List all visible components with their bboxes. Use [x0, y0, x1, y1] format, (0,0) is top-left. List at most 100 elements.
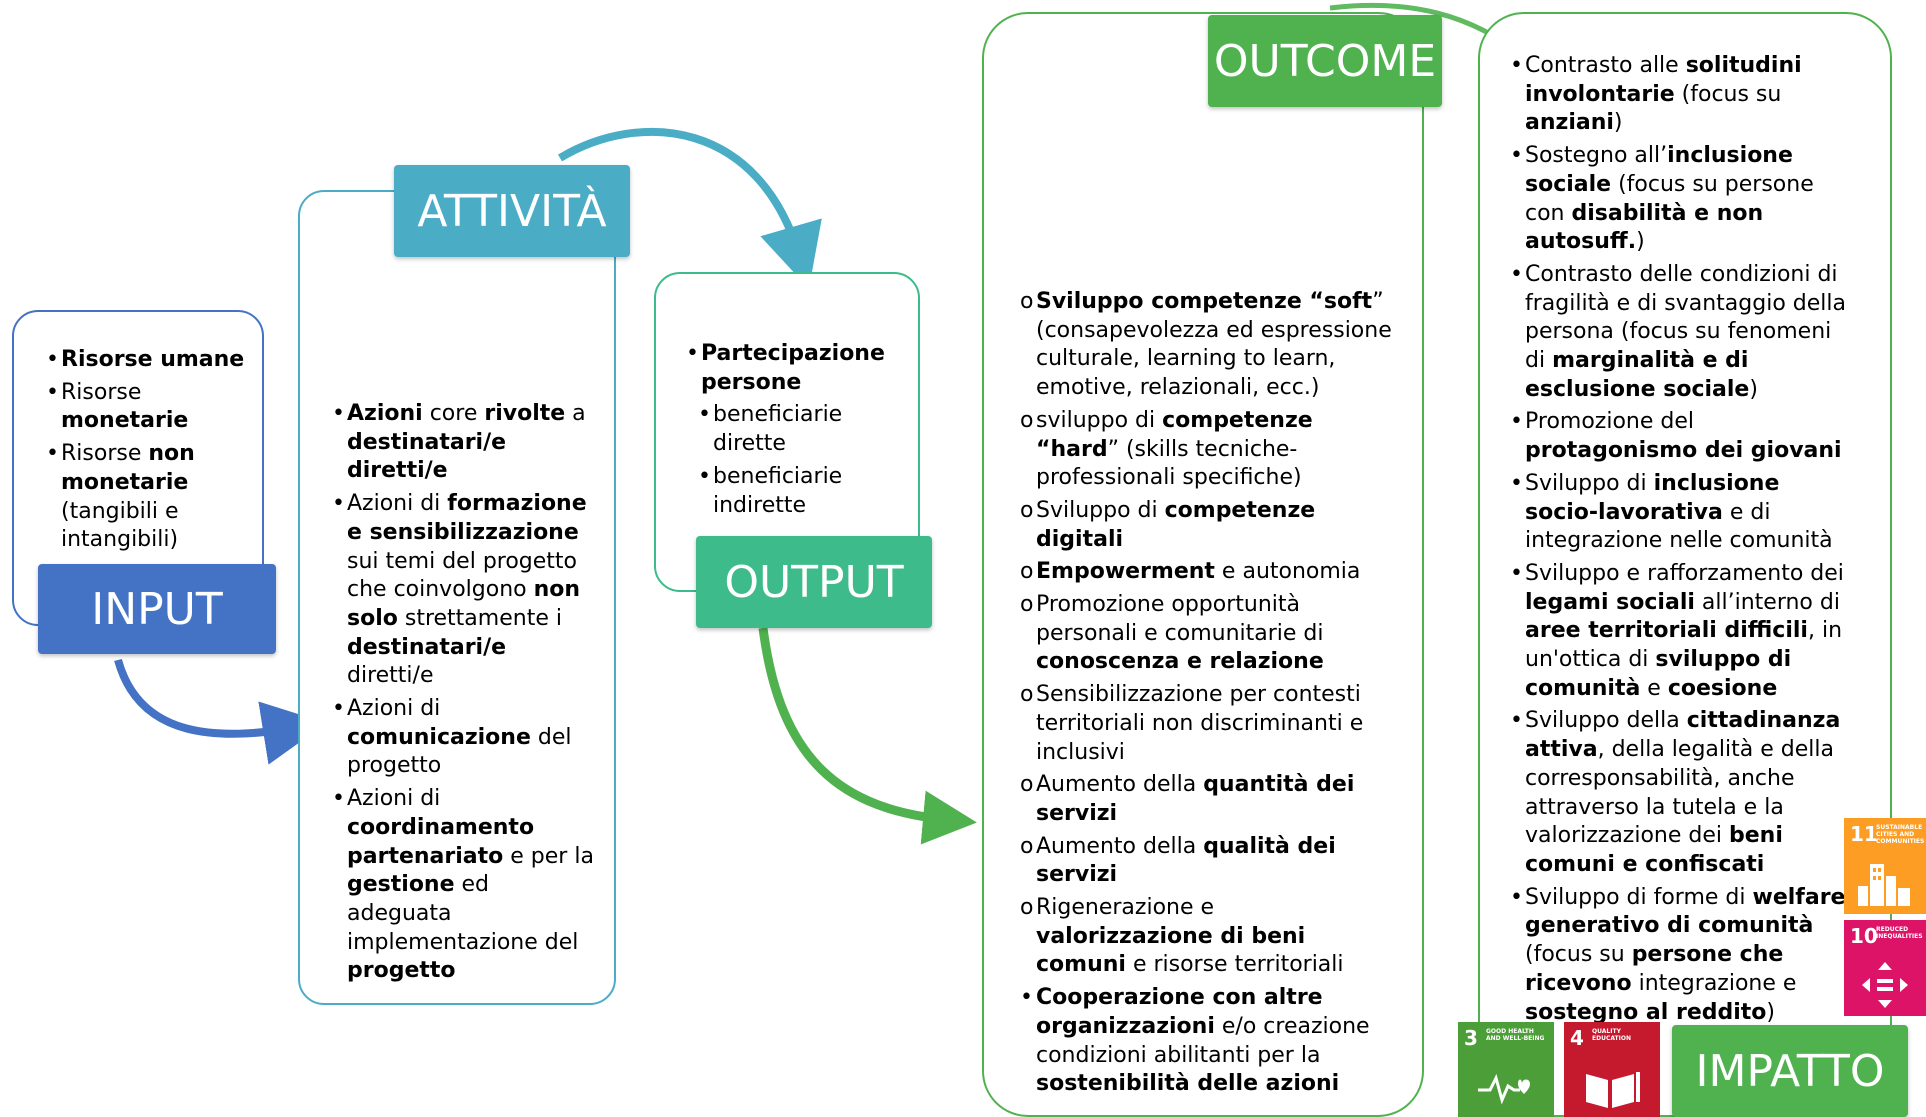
- text-run: sviluppo di comunità: [1525, 647, 1792, 701]
- impatto-item: •Sostegno all’inclusione sociale (focus …: [1510, 142, 1854, 257]
- item-text: Contrasto alle solitudini involontarie (…: [1525, 52, 1854, 138]
- text-run: Sviluppo e rafforzamento dei: [1525, 560, 1844, 586]
- item-text: beneficiarie indirette: [713, 463, 906, 520]
- arrows-icon: [1862, 962, 1908, 1008]
- text-run: Sviluppo di: [1036, 497, 1165, 523]
- input-item: •Risorse monetarie: [46, 379, 246, 436]
- input-header: INPUT: [38, 564, 276, 654]
- text-run: Aumento della: [1036, 833, 1204, 859]
- impatto-item: •Promozione del protagonismo dei giovani: [1510, 408, 1854, 465]
- text-run: e autonomia: [1214, 559, 1361, 585]
- sdg3-number: 3: [1464, 1026, 1478, 1050]
- impatto-panel: [1478, 12, 1892, 1117]
- bullet-marker: •: [332, 401, 345, 426]
- text-run: Sviluppo di: [1525, 470, 1654, 496]
- text-run: progetto: [347, 958, 456, 984]
- text-run: (focus su: [1525, 942, 1632, 968]
- text-run: Sensibilizzazione per contesti territori…: [1036, 682, 1364, 765]
- text-run: ): [1613, 110, 1623, 136]
- text-run: Sostegno all’: [1525, 143, 1668, 169]
- text-run: beneficiarie dirette: [713, 402, 843, 457]
- output-subitem: •beneficiarie indirette: [698, 463, 906, 520]
- book-icon: [1586, 1072, 1640, 1108]
- input-list: •Risorse umane•Risorse monetarie•Risorse…: [46, 346, 246, 559]
- input-item: •Risorse non monetarie (tangibili e inta…: [46, 440, 246, 555]
- sdg4-tile: 4 QUALITY EDUCATION: [1564, 1022, 1660, 1117]
- sdg10-tile: 10 REDUCED INEQUALITIES: [1844, 920, 1926, 1016]
- text-run: aree territoriali difficili: [1525, 618, 1808, 644]
- sdg10-number: 10: [1850, 924, 1878, 948]
- text-run: persone che ricevono: [1525, 942, 1784, 996]
- text-run: rivolte: [484, 401, 566, 426]
- item-text: Empowerment e autonomia: [1036, 558, 1396, 587]
- bullet-marker: •: [1510, 470, 1523, 496]
- text-run: Contrasto delle condizioni di fragilità …: [1525, 261, 1846, 374]
- output-item: •Partecipazione persone: [686, 340, 906, 397]
- text-run: beni comuni e confiscati: [1525, 823, 1783, 877]
- item-text: Sensibilizzazione per contesti territori…: [1036, 681, 1396, 767]
- impatto-item: •Contrasto delle condizioni di fragilità…: [1510, 261, 1854, 405]
- item-text: Contrasto delle condizioni di fragilità …: [1525, 261, 1854, 405]
- text-run: Contrasto alle: [1525, 53, 1686, 78]
- bullet-marker: o: [1020, 772, 1034, 798]
- output-list: •Partecipazione persone•beneficiarie dir…: [686, 340, 906, 524]
- text-run: e/o creazione condizioni abilitanti per …: [1036, 1013, 1370, 1068]
- text-run: cittadinanza attiva: [1525, 708, 1841, 763]
- impatto-item: •Sviluppo di forme di welfare generativo…: [1510, 884, 1854, 1028]
- item-text: Azioni core rivolte a destinatari/e dire…: [347, 400, 594, 486]
- bullet-marker: •: [332, 696, 345, 722]
- item-text: Sviluppo e rafforzamento dei legami soci…: [1525, 560, 1854, 704]
- text-run: (focus su persone con: [1525, 171, 1814, 226]
- item-text: Promozione del protagonismo dei giovani: [1525, 408, 1854, 465]
- text-run: Cooperazione con altre organizzazioni: [1036, 985, 1323, 1039]
- bullet-marker: o: [1020, 682, 1034, 708]
- bullet-marker: •: [46, 347, 59, 372]
- item-text: Aumento della qualità dei servizi: [1036, 833, 1396, 890]
- text-run: qualità dei servizi: [1036, 833, 1336, 888]
- bullet-marker: •: [1510, 143, 1523, 169]
- attivita-item: •Azioni di formazione e sensibilizzazion…: [332, 490, 594, 691]
- text-run: disabilità e non autosuff.: [1525, 200, 1764, 255]
- impatto-item: •Sviluppo della cittadinanza attiva, del…: [1510, 707, 1854, 879]
- item-text: Azioni di coordinamento partenariato e p…: [347, 785, 594, 986]
- text-run: core: [422, 401, 485, 426]
- text-run: non solo: [347, 577, 581, 631]
- bullet-marker: o: [1020, 497, 1034, 523]
- sdg3-title: GOOD HEALTH AND WELL-BEING: [1486, 1028, 1545, 1042]
- bullet-marker: •: [1020, 985, 1033, 1011]
- attivita-header: ATTIVITÀ: [394, 165, 630, 257]
- text-run: ” (skills tecniche-professionali specifi…: [1036, 436, 1302, 491]
- item-text: Risorse umane: [61, 346, 246, 375]
- text-run: ): [1766, 999, 1776, 1025]
- text-run: monetarie: [61, 408, 189, 434]
- text-run: Promozione del: [1525, 409, 1694, 435]
- text-run: ed adeguata implementazione del: [347, 872, 579, 955]
- text-run: Azioni di: [347, 786, 441, 812]
- text-run: sviluppo di: [1036, 407, 1163, 433]
- bullet-marker: •: [1510, 53, 1523, 78]
- bullet-marker: o: [1020, 289, 1034, 314]
- bullet-marker: •: [1510, 261, 1523, 287]
- bullet-marker: o: [1020, 895, 1034, 921]
- text-run: sostegno al reddito: [1525, 999, 1767, 1025]
- text-run: formazione e sensibilizzazione: [347, 491, 587, 545]
- attivita-item: •Azioni di coordinamento partenariato e …: [332, 785, 594, 986]
- text-run: Sviluppo competenze “soft: [1036, 289, 1373, 314]
- bullet-marker: •: [1510, 560, 1523, 586]
- item-text: Sviluppo della cittadinanza attiva, dell…: [1525, 707, 1854, 879]
- text-run: Aumento della: [1036, 772, 1204, 798]
- text-run: , della legalità e della corresponsabili…: [1525, 737, 1834, 849]
- outcome-header: OUTCOME: [1208, 15, 1442, 107]
- text-run: coordinamento partenariato: [347, 814, 535, 869]
- bullet-marker: •: [46, 379, 59, 405]
- attivita-to-output-arrow: [557, 128, 822, 289]
- text-run: Partecipazione persone: [701, 341, 885, 395]
- bullet-marker: •: [46, 441, 59, 467]
- output-subitem: •beneficiarie dirette: [698, 401, 906, 458]
- text-run: destinatari/e diretti/e: [347, 429, 507, 484]
